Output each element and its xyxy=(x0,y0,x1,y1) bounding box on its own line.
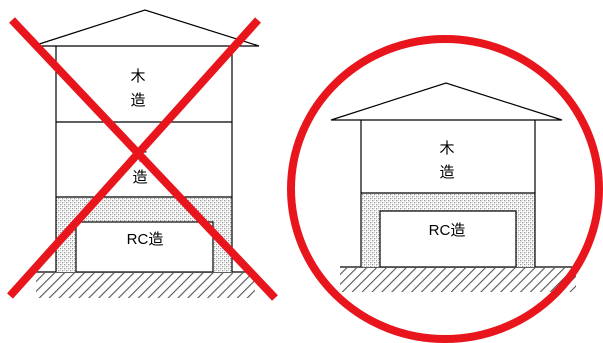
left-middle-floor-label-2: 造 xyxy=(132,169,147,186)
left-roof xyxy=(32,9,260,47)
right-rc-inner-room xyxy=(379,210,517,268)
left-ground-floor-label: RC造 xyxy=(127,231,164,248)
left-rc-inner-room xyxy=(75,221,214,273)
right-ground-floor-label: RC造 xyxy=(429,222,466,239)
right-roof xyxy=(330,82,563,121)
right-upper-floor-label-2: 造 xyxy=(439,164,454,181)
cross-stroke-2 xyxy=(7,17,261,299)
right-upper-floor-label-1: 木 xyxy=(439,140,454,157)
left-upper-floor-label-1: 木 xyxy=(130,68,145,85)
circle-mark xyxy=(287,35,603,343)
cross-mark xyxy=(7,17,278,301)
left-upper-floor-label-2: 造 xyxy=(130,92,145,109)
left-ground-hatch xyxy=(36,273,255,298)
cross-stroke-1 xyxy=(9,17,278,301)
right-ground-hatch xyxy=(340,268,576,292)
right-building: 木 造 RC造 xyxy=(330,82,576,292)
